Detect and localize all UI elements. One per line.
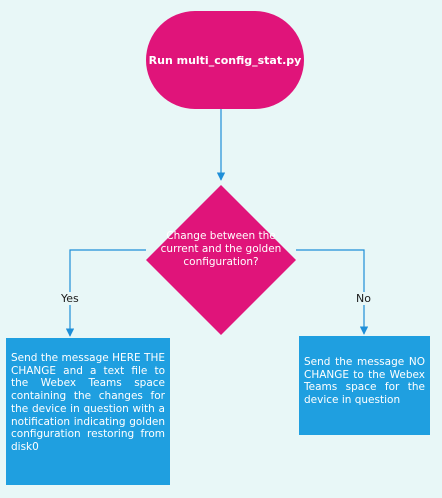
- decision-diamond: [146, 185, 296, 335]
- yes-action-text: Send the message HERE THE CHANGE and a t…: [11, 352, 165, 453]
- yes-branch-label: Yes: [59, 292, 81, 305]
- connector-no: [296, 249, 369, 335]
- decision-label: Change between the current and the golde…: [160, 230, 282, 268]
- no-action-text: Send the message NO CHANGE to the Webex …: [304, 356, 425, 407]
- start-label: Run multi_config_stat.py: [148, 53, 302, 67]
- start-terminal: [146, 11, 304, 109]
- yes-action-box: Send the message HERE THE CHANGE and a t…: [6, 338, 170, 485]
- no-action-box: Send the message NO CHANGE to the Webex …: [299, 336, 430, 435]
- no-branch-label: No: [354, 292, 373, 305]
- connector-yes: [65, 249, 146, 337]
